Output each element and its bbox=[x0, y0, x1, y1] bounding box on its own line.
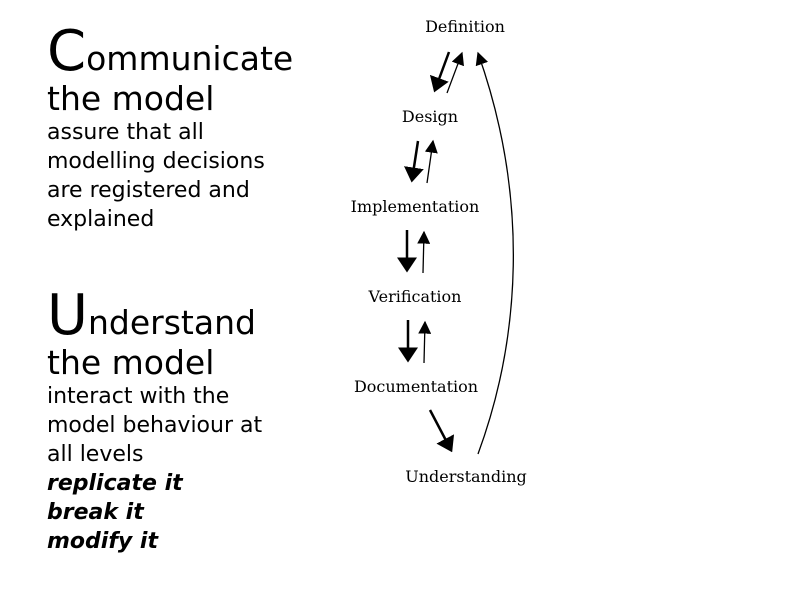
understand-line: interact with the bbox=[47, 384, 230, 409]
understand-emphasis: replicate it bbox=[47, 471, 183, 496]
communicate-line: assure that all bbox=[47, 120, 204, 145]
heading-rest: ommunicate bbox=[86, 39, 294, 78]
understand-emphasis: break it bbox=[47, 500, 144, 525]
node-definition: Definition bbox=[425, 17, 505, 36]
communicate-heading: Communicate bbox=[47, 24, 293, 80]
understand-heading: Understand bbox=[47, 288, 262, 344]
heading-rest: nderstand bbox=[88, 303, 256, 342]
arrow-definition-to-design bbox=[429, 51, 451, 93]
node-verification: Verification bbox=[368, 287, 462, 306]
arrow-design-to-definition bbox=[446, 51, 464, 94]
node-understanding: Understanding bbox=[405, 467, 527, 486]
arrow-design-to-implementation bbox=[404, 140, 424, 183]
node-design: Design bbox=[401, 107, 459, 126]
communicate-line: are registered and bbox=[47, 178, 250, 203]
understand-section: Understand the model interact with the m… bbox=[47, 288, 262, 556]
understand-subheading: the model bbox=[47, 343, 215, 382]
arrow-implementation-to-design bbox=[424, 139, 438, 184]
communicate-line: explained bbox=[47, 207, 155, 232]
arrow-understanding-to-definition bbox=[475, 51, 514, 455]
understand-line: all levels bbox=[47, 442, 144, 467]
heading-initial: C bbox=[47, 19, 87, 84]
arrow-verification-to-implementation bbox=[417, 230, 431, 274]
communicate-line: modelling decisions bbox=[47, 149, 265, 174]
communicate-subheading: the model bbox=[47, 79, 215, 118]
understand-line: model behaviour at bbox=[47, 413, 263, 438]
arrow-documentation-to-verification bbox=[418, 320, 432, 364]
arrow-documentation-to-understanding bbox=[428, 409, 455, 453]
heading-initial: U bbox=[47, 283, 88, 348]
communicate-section: Communicate the model assure that all mo… bbox=[47, 24, 293, 234]
node-documentation: Documentation bbox=[353, 377, 479, 396]
node-implementation: Implementation bbox=[350, 197, 480, 216]
understand-emphasis: modify it bbox=[47, 529, 158, 554]
